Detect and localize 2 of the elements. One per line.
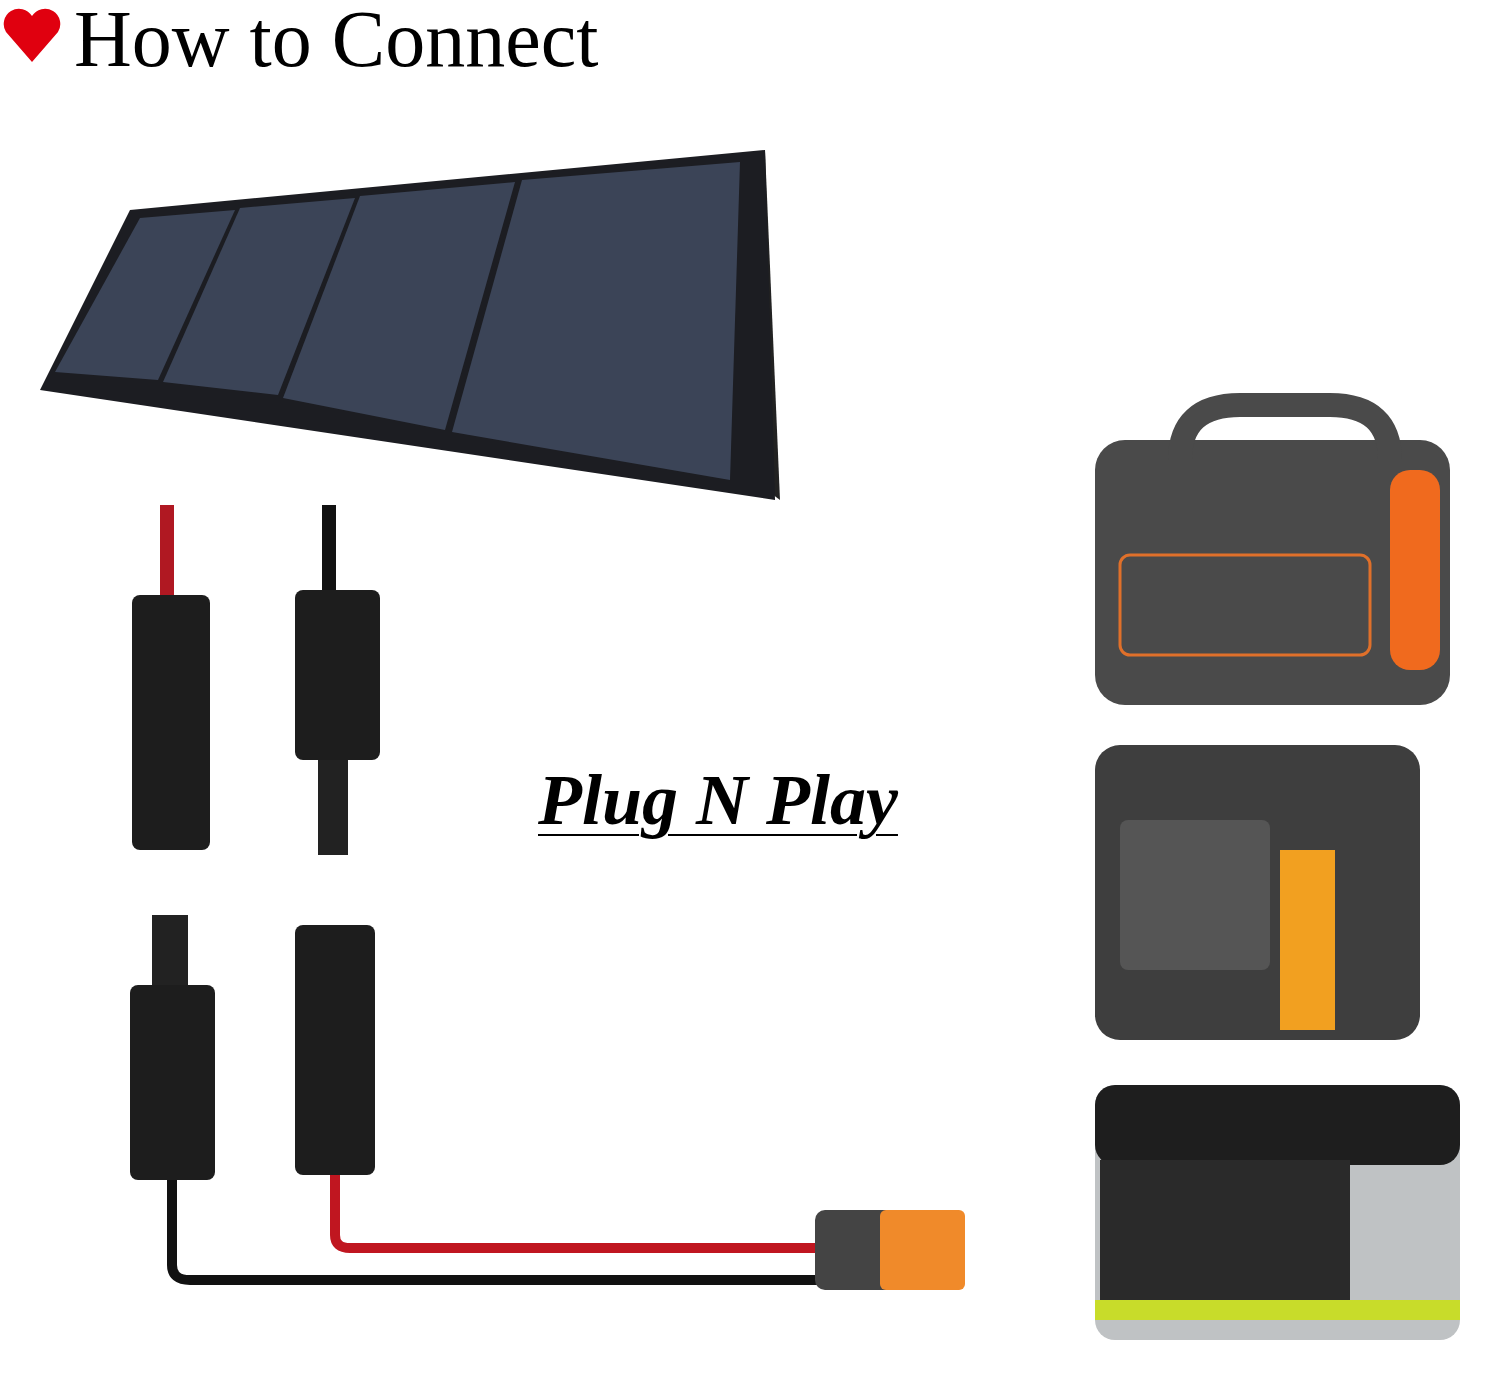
slogan-text: Plug N Play bbox=[538, 760, 898, 840]
page-title: How to Connect bbox=[74, 0, 599, 84]
